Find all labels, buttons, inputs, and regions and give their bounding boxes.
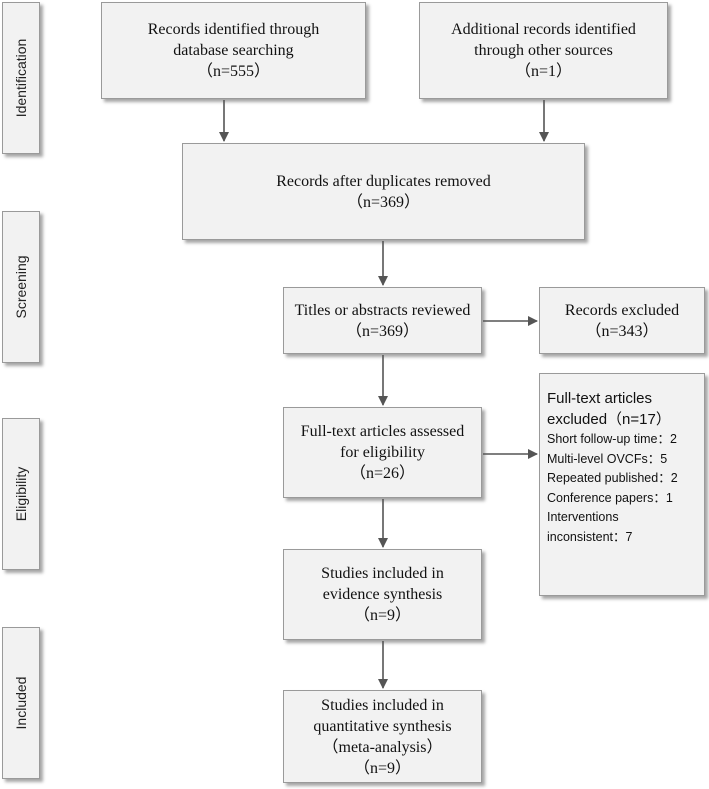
- box-records-excluded: Records excluded （n=343）: [539, 287, 705, 354]
- dedup-count: （n=369）: [346, 193, 421, 211]
- exclusion-reason: Short follow-up time：2: [547, 432, 677, 446]
- excluded-count: （n=343）: [585, 322, 659, 340]
- phase-screening: Screening: [2, 211, 40, 363]
- phase-identification: Identification: [2, 2, 40, 154]
- box-other-records: Additional records identified through ot…: [419, 2, 668, 99]
- fulltext-line1: Full-text articles assessed: [300, 423, 465, 440]
- fulltext-count: （n=26）: [349, 465, 416, 482]
- box-database-records: Records identified through database sear…: [101, 2, 366, 99]
- database-line1: Records identified through: [147, 21, 320, 38]
- box-fulltext-excluded: Full-text articles excluded（n=17） Short …: [539, 373, 705, 596]
- titles-count: （n=369）: [345, 322, 420, 340]
- database-count: （n=555）: [196, 63, 271, 80]
- phase-eligibility: Eligibility: [2, 418, 40, 570]
- box-evidence-synthesis: Studies included in evidence synthesis （…: [283, 549, 482, 640]
- quantitative-line2: quantitative synthesis: [313, 717, 452, 735]
- quantitative-line1: Studies included in: [321, 696, 444, 714]
- fulltext-excluded-title2: excluded（n=17）: [547, 411, 671, 428]
- other-line2: through other sources: [474, 42, 613, 59]
- box-fulltext-assessed: Full-text articles assessed for eligibil…: [283, 407, 482, 498]
- other-line1: Additional records identified: [451, 21, 636, 38]
- quantitative-count: （n=9）: [353, 759, 412, 777]
- titles-line1: Titles or abstracts reviewed: [294, 301, 471, 319]
- box-quantitative-synthesis: Studies included in quantitative synthes…: [283, 690, 482, 783]
- exclusion-reason: Multi-level OVCFs：5: [547, 451, 668, 466]
- fulltext-excluded-title1: Full-text articles: [547, 390, 653, 407]
- phase-included: Included: [2, 627, 40, 779]
- exclusion-reason: Conference papers：1: [547, 490, 673, 505]
- database-line2: database searching: [173, 42, 294, 59]
- quantitative-line3: （meta-analysis）: [322, 738, 443, 756]
- excluded-line1: Records excluded: [564, 301, 680, 319]
- evidence-line2: evidence synthesis: [322, 586, 443, 603]
- fulltext-line2: for eligibility: [340, 444, 425, 461]
- box-titles-abstracts: Titles or abstracts reviewed （n=369）: [283, 287, 482, 354]
- evidence-count: （n=9）: [353, 607, 412, 624]
- exclusion-reason: inconsistent：7: [547, 529, 633, 544]
- box-duplicates-removed: Records after duplicates removed （n=369）: [182, 143, 585, 240]
- dedup-line1: Records after duplicates removed: [276, 172, 491, 190]
- evidence-line1: Studies included in: [321, 565, 444, 582]
- other-count: （n=1）: [514, 63, 573, 80]
- exclusion-reason: Repeated published：2: [547, 471, 678, 485]
- exclusion-reason: Interventions: [547, 510, 619, 524]
